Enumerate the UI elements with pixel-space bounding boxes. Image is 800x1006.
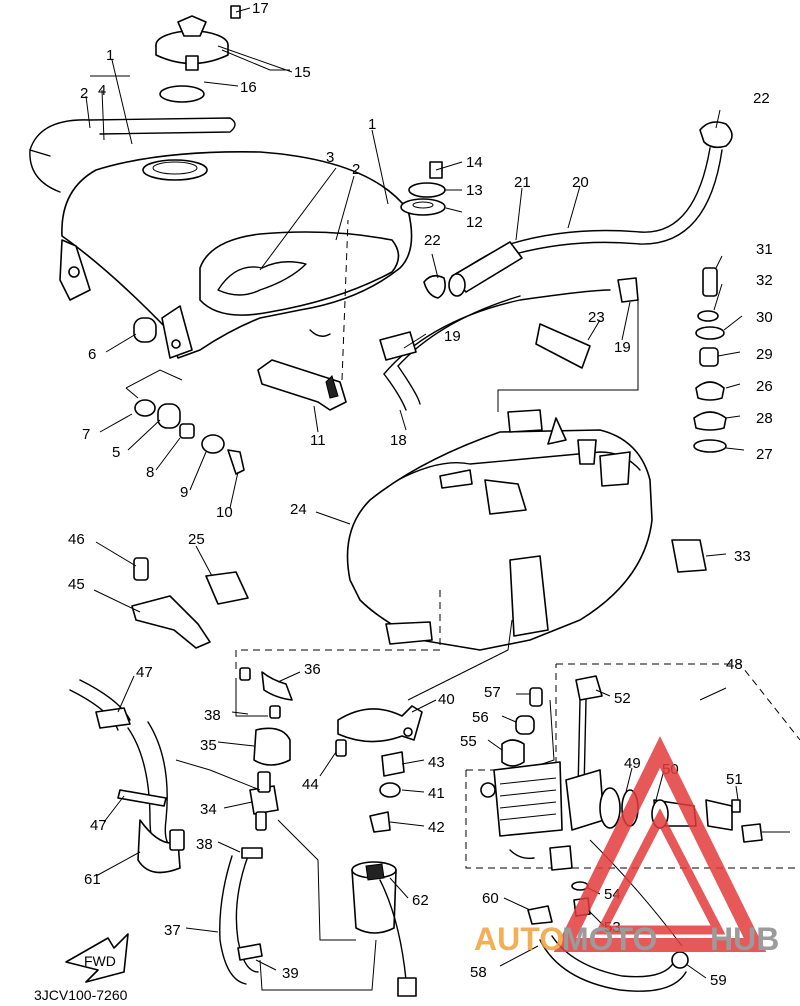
label-3: 3: [326, 149, 334, 166]
cock-mount-parts: [335, 619, 513, 833]
label-59: 59: [710, 972, 727, 989]
leader-lines: [85, 7, 745, 979]
label-56: 56: [472, 709, 489, 726]
watermark-text-hub: HUB: [710, 921, 779, 957]
label-20: 20: [572, 174, 589, 191]
watermark-text-auto: AUTO: [474, 921, 564, 957]
label-47b: 47: [90, 817, 107, 834]
label-21: 21: [514, 174, 531, 191]
label-37: 37: [164, 922, 181, 939]
label-2b: 2: [352, 161, 360, 178]
label-38a: 38: [204, 707, 221, 724]
label-27: 27: [756, 446, 773, 463]
label-6: 6: [88, 346, 96, 363]
label-7: 7: [82, 426, 90, 443]
label-26: 26: [756, 378, 773, 395]
label-34: 34: [200, 801, 217, 818]
watermark-triangle-inner: [594, 808, 726, 935]
automotohub-watermark: AUTO MOTO HUB: [474, 736, 779, 957]
label-36: 36: [304, 661, 321, 678]
label-44: 44: [302, 776, 319, 793]
label-14: 14: [466, 154, 483, 171]
label-41: 41: [428, 785, 445, 802]
label-9: 9: [180, 484, 188, 501]
fuel-cap-assembly: [155, 5, 241, 103]
label-18: 18: [390, 432, 407, 449]
label-57: 57: [484, 684, 501, 701]
label-17: 17: [252, 0, 269, 17]
label-8: 8: [146, 464, 154, 481]
emblem-bracket: [257, 219, 349, 411]
label-43: 43: [428, 754, 445, 771]
label-29: 29: [756, 346, 773, 363]
label-31: 31: [756, 241, 773, 258]
label-11: 11: [310, 432, 326, 449]
brackets-25-45-46: [131, 557, 249, 649]
label-42: 42: [428, 819, 445, 836]
label-60: 60: [482, 890, 499, 907]
label-28: 28: [756, 410, 773, 427]
label-32: 32: [756, 272, 773, 289]
lower-fuel-tank: [235, 409, 707, 672]
label-5: 5: [112, 444, 120, 461]
upper-damper-parts: [400, 161, 446, 216]
fuel-pump: [259, 819, 417, 997]
label-47a: 47: [136, 664, 153, 681]
label-61: 61: [84, 871, 101, 888]
label-30: 30: [756, 309, 773, 326]
hose-36-assembly: [235, 667, 293, 766]
label-39: 39: [282, 965, 299, 982]
fwd-label: FWD: [84, 953, 116, 969]
label-40: 40: [438, 691, 455, 708]
breather-hose: [423, 121, 733, 299]
fuel-tank-body: [29, 117, 413, 359]
label-10: 10: [216, 504, 233, 521]
label-4: 4: [98, 82, 106, 99]
label-25: 25: [188, 531, 205, 548]
label-38b: 38: [196, 836, 213, 853]
label-15: 15: [294, 64, 311, 81]
watermark-text-moto: MOTO: [562, 921, 657, 957]
diagram-code: 3JCV100-7260: [34, 987, 128, 1003]
hose-assembly-18: [379, 277, 639, 412]
label-52: 52: [614, 690, 631, 707]
rear-mount-parts: [693, 267, 727, 453]
label-13: 13: [466, 182, 483, 199]
watermark-triangle-outer: [553, 736, 767, 952]
label-51: 51: [726, 771, 743, 788]
label-23: 23: [588, 309, 605, 326]
label-19b: 19: [614, 339, 631, 356]
label-33: 33: [734, 548, 751, 565]
cock-rubber-parts: [501, 687, 555, 769]
label-1a: 1: [106, 47, 114, 64]
label-49: 49: [624, 755, 641, 772]
label-1b: 1: [368, 116, 376, 133]
label-35: 35: [200, 737, 217, 754]
label-24: 24: [290, 501, 307, 518]
label-62: 62: [412, 892, 429, 909]
label-22a: 22: [753, 90, 770, 107]
label-12: 12: [466, 214, 483, 231]
label-48: 48: [726, 656, 743, 673]
label-55: 55: [460, 733, 477, 750]
label-58: 58: [470, 964, 487, 981]
label-2a: 2: [80, 85, 88, 102]
label-22b: 22: [424, 232, 441, 249]
label-16: 16: [240, 79, 257, 96]
label-19a: 19: [444, 328, 461, 345]
label-46: 46: [68, 531, 85, 548]
label-45: 45: [68, 576, 85, 593]
fwd-arrow: FWD: [65, 933, 129, 983]
fuel-hose-lower-left: [69, 679, 279, 985]
front-mount-parts: [125, 317, 245, 475]
